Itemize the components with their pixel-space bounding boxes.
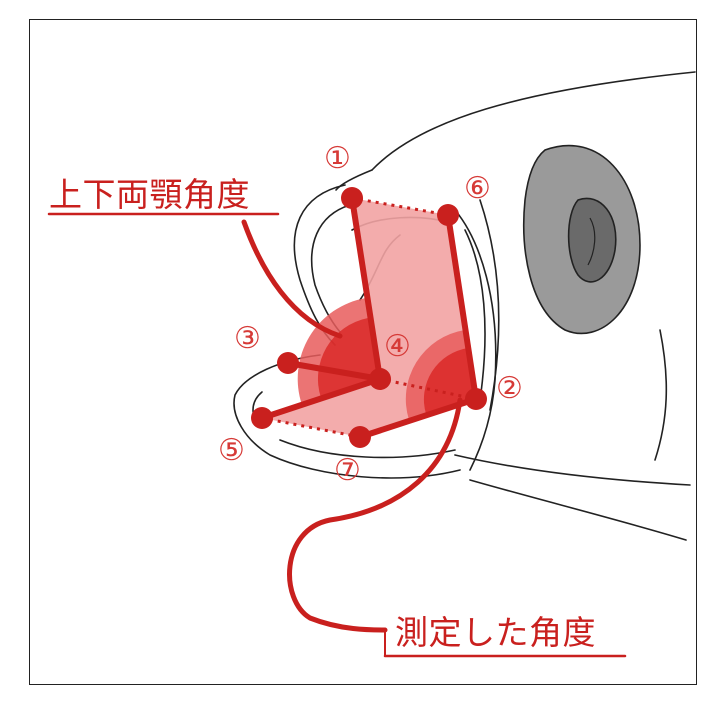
label-measured-angle: 測定した角度 <box>395 613 596 652</box>
landmark-3 <box>277 352 299 374</box>
operculum-line <box>654 329 668 461</box>
edge-1-6-dotted <box>351 196 449 217</box>
pupil-highlight <box>587 217 596 266</box>
edge-5-7-dotted <box>261 416 361 439</box>
jaw-bottom-line <box>469 479 687 541</box>
edge-1-4 <box>349 197 383 380</box>
point-label-7: ⑦ <box>334 453 361 488</box>
fish-eye <box>522 144 641 335</box>
head-top-line <box>371 71 696 171</box>
edge-6-2 <box>445 214 479 400</box>
point-label-5: ⑤ <box>218 433 245 468</box>
maxilla-inner <box>464 229 486 401</box>
landmark-1 <box>341 187 363 209</box>
lower-jaw-inner <box>279 439 456 459</box>
landmark-2 <box>465 388 487 410</box>
leaders <box>47 212 627 658</box>
landmark-5 <box>251 407 273 429</box>
landmark-4 <box>369 368 391 390</box>
gill-line <box>454 454 691 486</box>
edge-4-3 <box>287 360 381 382</box>
label-upper-lower-jaw-angle: 上下両顎角度 <box>49 175 250 214</box>
point-label-4: ④ <box>384 329 411 364</box>
snout-line <box>335 169 373 191</box>
edge-4-2-dotted <box>379 377 477 401</box>
point-label-2: ② <box>496 371 523 406</box>
maxilla-line <box>454 209 497 471</box>
leader-jaw-angle <box>241 219 343 339</box>
angle-overlays <box>251 187 487 448</box>
point-label-6: ⑥ <box>464 171 491 206</box>
measured-angle-wedge-inner <box>423 348 476 414</box>
leader-measured-angle <box>287 397 463 633</box>
edge-4-5 <box>261 376 381 421</box>
eye-pupil <box>567 197 617 283</box>
landmark-7 <box>349 426 371 448</box>
lower-jaw-outer <box>233 354 461 479</box>
point-label-1: ① <box>324 141 351 176</box>
landmark-6 <box>437 204 459 226</box>
point-label-3: ③ <box>234 321 261 356</box>
